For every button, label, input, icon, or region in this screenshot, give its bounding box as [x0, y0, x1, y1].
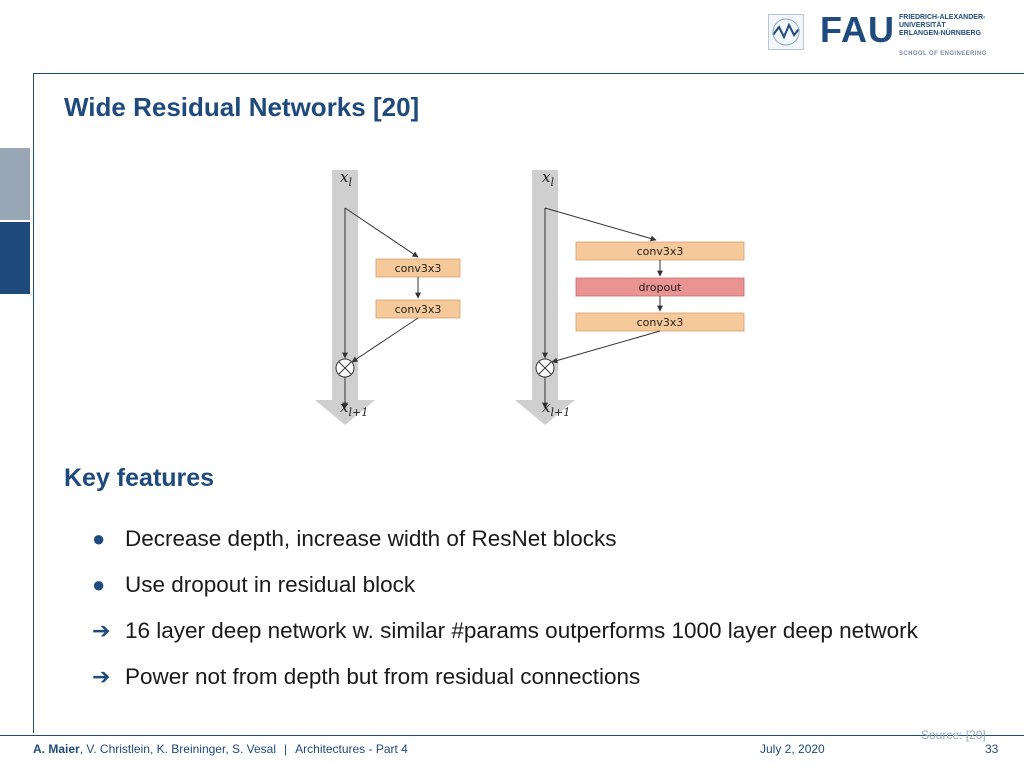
- left-conv-label-1: conv3x3: [395, 262, 442, 275]
- footer-coauthors: , V. Christlein, K. Breininger, S. Vesal: [79, 742, 277, 756]
- side-tab-previous: [0, 148, 30, 220]
- footer-date: July 2, 2020: [760, 742, 825, 756]
- side-tab-current: [0, 222, 30, 294]
- left-input-label: xl: [340, 168, 352, 189]
- right-input-label: xl: [542, 168, 554, 189]
- frame-bottom-rule: [0, 735, 1024, 736]
- list-item: ➔ 16 layer deep network w. similar #para…: [92, 612, 972, 649]
- university-line-1: FRIEDRICH-ALEXANDER-: [899, 14, 986, 21]
- bullet-text: 16 layer deep network w. similar #params…: [125, 618, 918, 643]
- source-citation: Source: [20]: [921, 728, 986, 742]
- fau-logo-text: FAU: [820, 9, 895, 50]
- page-number: 33: [985, 742, 999, 756]
- left-branch-arrow-out: [351, 317, 419, 363]
- basic-residual-block: conv3x3 conv3x3 xl xl+1: [315, 168, 461, 425]
- right-branch-arrow-in: [544, 207, 657, 242]
- university-line-2: UNIVERSITÄT: [899, 22, 946, 29]
- list-item: ● Decrease depth, increase width of ResN…: [92, 520, 972, 557]
- slide-title: Wide Residual Networks [20]: [64, 92, 420, 122]
- left-conv-label-2: conv3x3: [395, 303, 442, 316]
- right-output-label: xl+1: [542, 398, 570, 419]
- footer-authors: A. Maier, V. Christlein, K. Breininger, …: [33, 742, 408, 756]
- section-title: Key features: [64, 464, 215, 492]
- arrow-right-icon: ➔: [92, 618, 111, 643]
- university-line-3: ERLANGEN-NÜRNBERG: [899, 30, 982, 37]
- right-branch-arrow-out: [551, 330, 661, 364]
- right-conv-label-2: conv3x3: [637, 316, 684, 329]
- list-item: ● Use dropout in residual block: [92, 566, 972, 603]
- wave-emblem-icon: [772, 18, 800, 46]
- right-conv-label-1: conv3x3: [637, 245, 684, 258]
- wide-dropout-residual-block: conv3x3 dropout conv3x3 xl xl+1: [515, 168, 745, 425]
- school-name: SCHOOL OF ENGINEERING: [899, 51, 987, 57]
- bullet-text: Use dropout in residual block: [125, 572, 416, 597]
- footer-separator: |: [284, 742, 288, 756]
- bullet-text: Decrease depth, increase width of ResNet…: [125, 526, 617, 551]
- bullet-dot-icon: ●: [92, 572, 106, 597]
- arrow-right-icon: ➔: [92, 664, 111, 689]
- list-item: ➔ Power not from depth but from residual…: [92, 658, 972, 695]
- left-output-label: xl+1: [340, 398, 368, 419]
- footer-author-bold: A. Maier: [33, 742, 80, 756]
- bullet-text: Power not from depth but from residual c…: [125, 664, 641, 689]
- emblem-logo: [768, 14, 804, 50]
- university-name: FRIEDRICH-ALEXANDER- UNIVERSITÄT ERLANGE…: [899, 14, 985, 38]
- bullet-list: ● Decrease depth, increase width of ResN…: [92, 520, 972, 695]
- footer-lecture: Architectures - Part 4: [295, 742, 408, 756]
- right-dropout-label: dropout: [639, 281, 683, 294]
- frame-left-rule: [33, 73, 34, 733]
- residual-block-diagram: conv3x3 conv3x3 xl xl+1 conv3x3 dropout …: [315, 168, 745, 425]
- frame-top-rule: [33, 73, 1024, 74]
- left-branch-arrow-in: [344, 207, 419, 258]
- fau-logo: FAU: [820, 12, 895, 48]
- bullet-dot-icon: ●: [92, 526, 106, 551]
